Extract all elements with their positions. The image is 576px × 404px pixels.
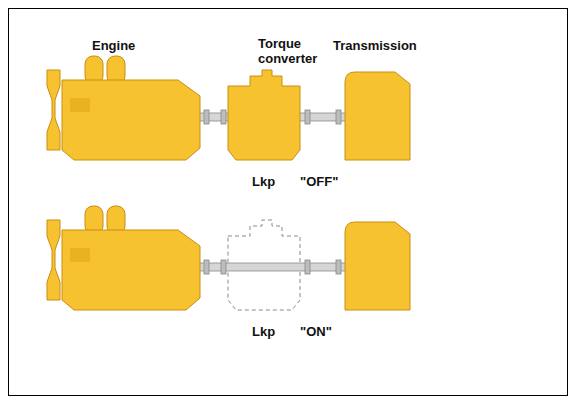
lockup-on-row	[47, 206, 410, 310]
frame	[9, 9, 568, 396]
state-label: "ON"	[300, 324, 332, 339]
part-label: Torque converter	[258, 36, 328, 66]
part-label: Engine	[92, 38, 135, 53]
lockup-off-row	[47, 56, 410, 160]
lockup-label: Lkp	[252, 174, 275, 189]
lockup-label: Lkp	[252, 324, 275, 339]
part-label: Transmission	[333, 38, 417, 53]
state-label: "OFF"	[300, 174, 338, 189]
